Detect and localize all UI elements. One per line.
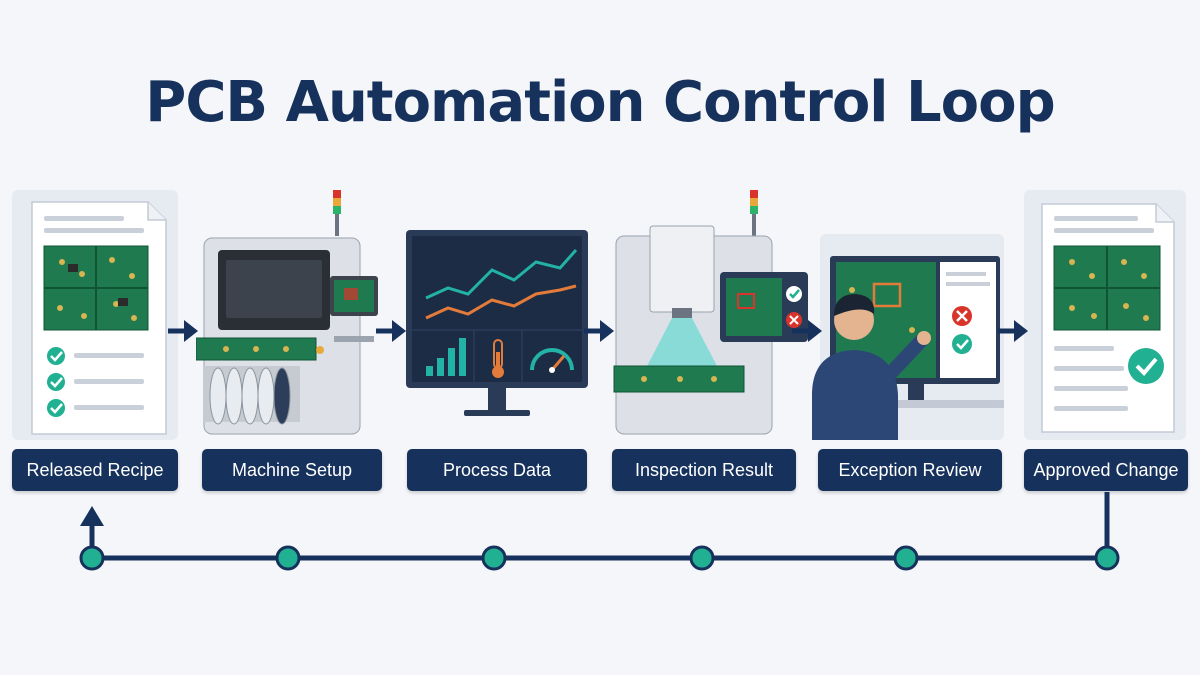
bar-chart-icon (426, 338, 466, 376)
stage-label-process-data: Process Data (407, 449, 587, 491)
x-icon (786, 312, 802, 328)
x-icon (952, 306, 972, 326)
document-icon (12, 190, 178, 440)
check-icon (786, 286, 802, 302)
pick-and-place-machine-icon (196, 190, 378, 435)
check-icon (47, 347, 65, 417)
stage-exception-review (812, 190, 1004, 440)
loop-node (481, 545, 507, 571)
operator-icon (812, 294, 931, 440)
loop-node (79, 545, 105, 571)
loop-node (689, 545, 715, 571)
review-scene-icon (812, 234, 1004, 440)
stage-label-inspection-result: Inspection Result (612, 449, 796, 491)
check-icon (952, 334, 972, 354)
flow-arrow-5 (998, 320, 1028, 342)
line-chart-icon (425, 249, 578, 320)
stage-label-machine-setup: Machine Setup (202, 449, 382, 491)
feedback-loop (79, 492, 1120, 571)
stage-released-recipe (12, 190, 178, 440)
loop-node (275, 545, 301, 571)
signal-tower-icon (750, 190, 758, 236)
pcb-board-icon (1053, 245, 1161, 331)
stage-process-data (404, 190, 590, 440)
feedback-return-arrowhead (80, 506, 104, 526)
stage-approved-change (1024, 190, 1186, 440)
flow-arrow-2 (376, 320, 406, 342)
loop-node (1094, 545, 1120, 571)
stage-machine-setup (196, 190, 386, 440)
monitor-icon (406, 230, 588, 416)
stage-label-approved-change: Approved Change (1024, 449, 1188, 491)
thermometer-icon (492, 339, 504, 378)
stage-label-exception-review: Exception Review (818, 449, 1002, 491)
flow-arrow-3 (584, 320, 614, 342)
feedback-return-line (89, 492, 1110, 561)
signal-tower-icon (333, 190, 341, 236)
approved-document-icon (1024, 190, 1186, 440)
pcb-board-icon (43, 245, 149, 331)
loop-node (893, 545, 919, 571)
check-icon (1128, 348, 1164, 384)
flow-arrow-4 (792, 320, 822, 342)
page-title: PCB Automation Control Loop (145, 70, 1055, 135)
stage-label-released-recipe: Released Recipe (12, 449, 178, 491)
flow-arrow-1 (168, 320, 198, 342)
stage-inspection-result (610, 190, 810, 440)
gauge-icon (530, 348, 574, 373)
inspection-machine-icon (613, 190, 808, 435)
